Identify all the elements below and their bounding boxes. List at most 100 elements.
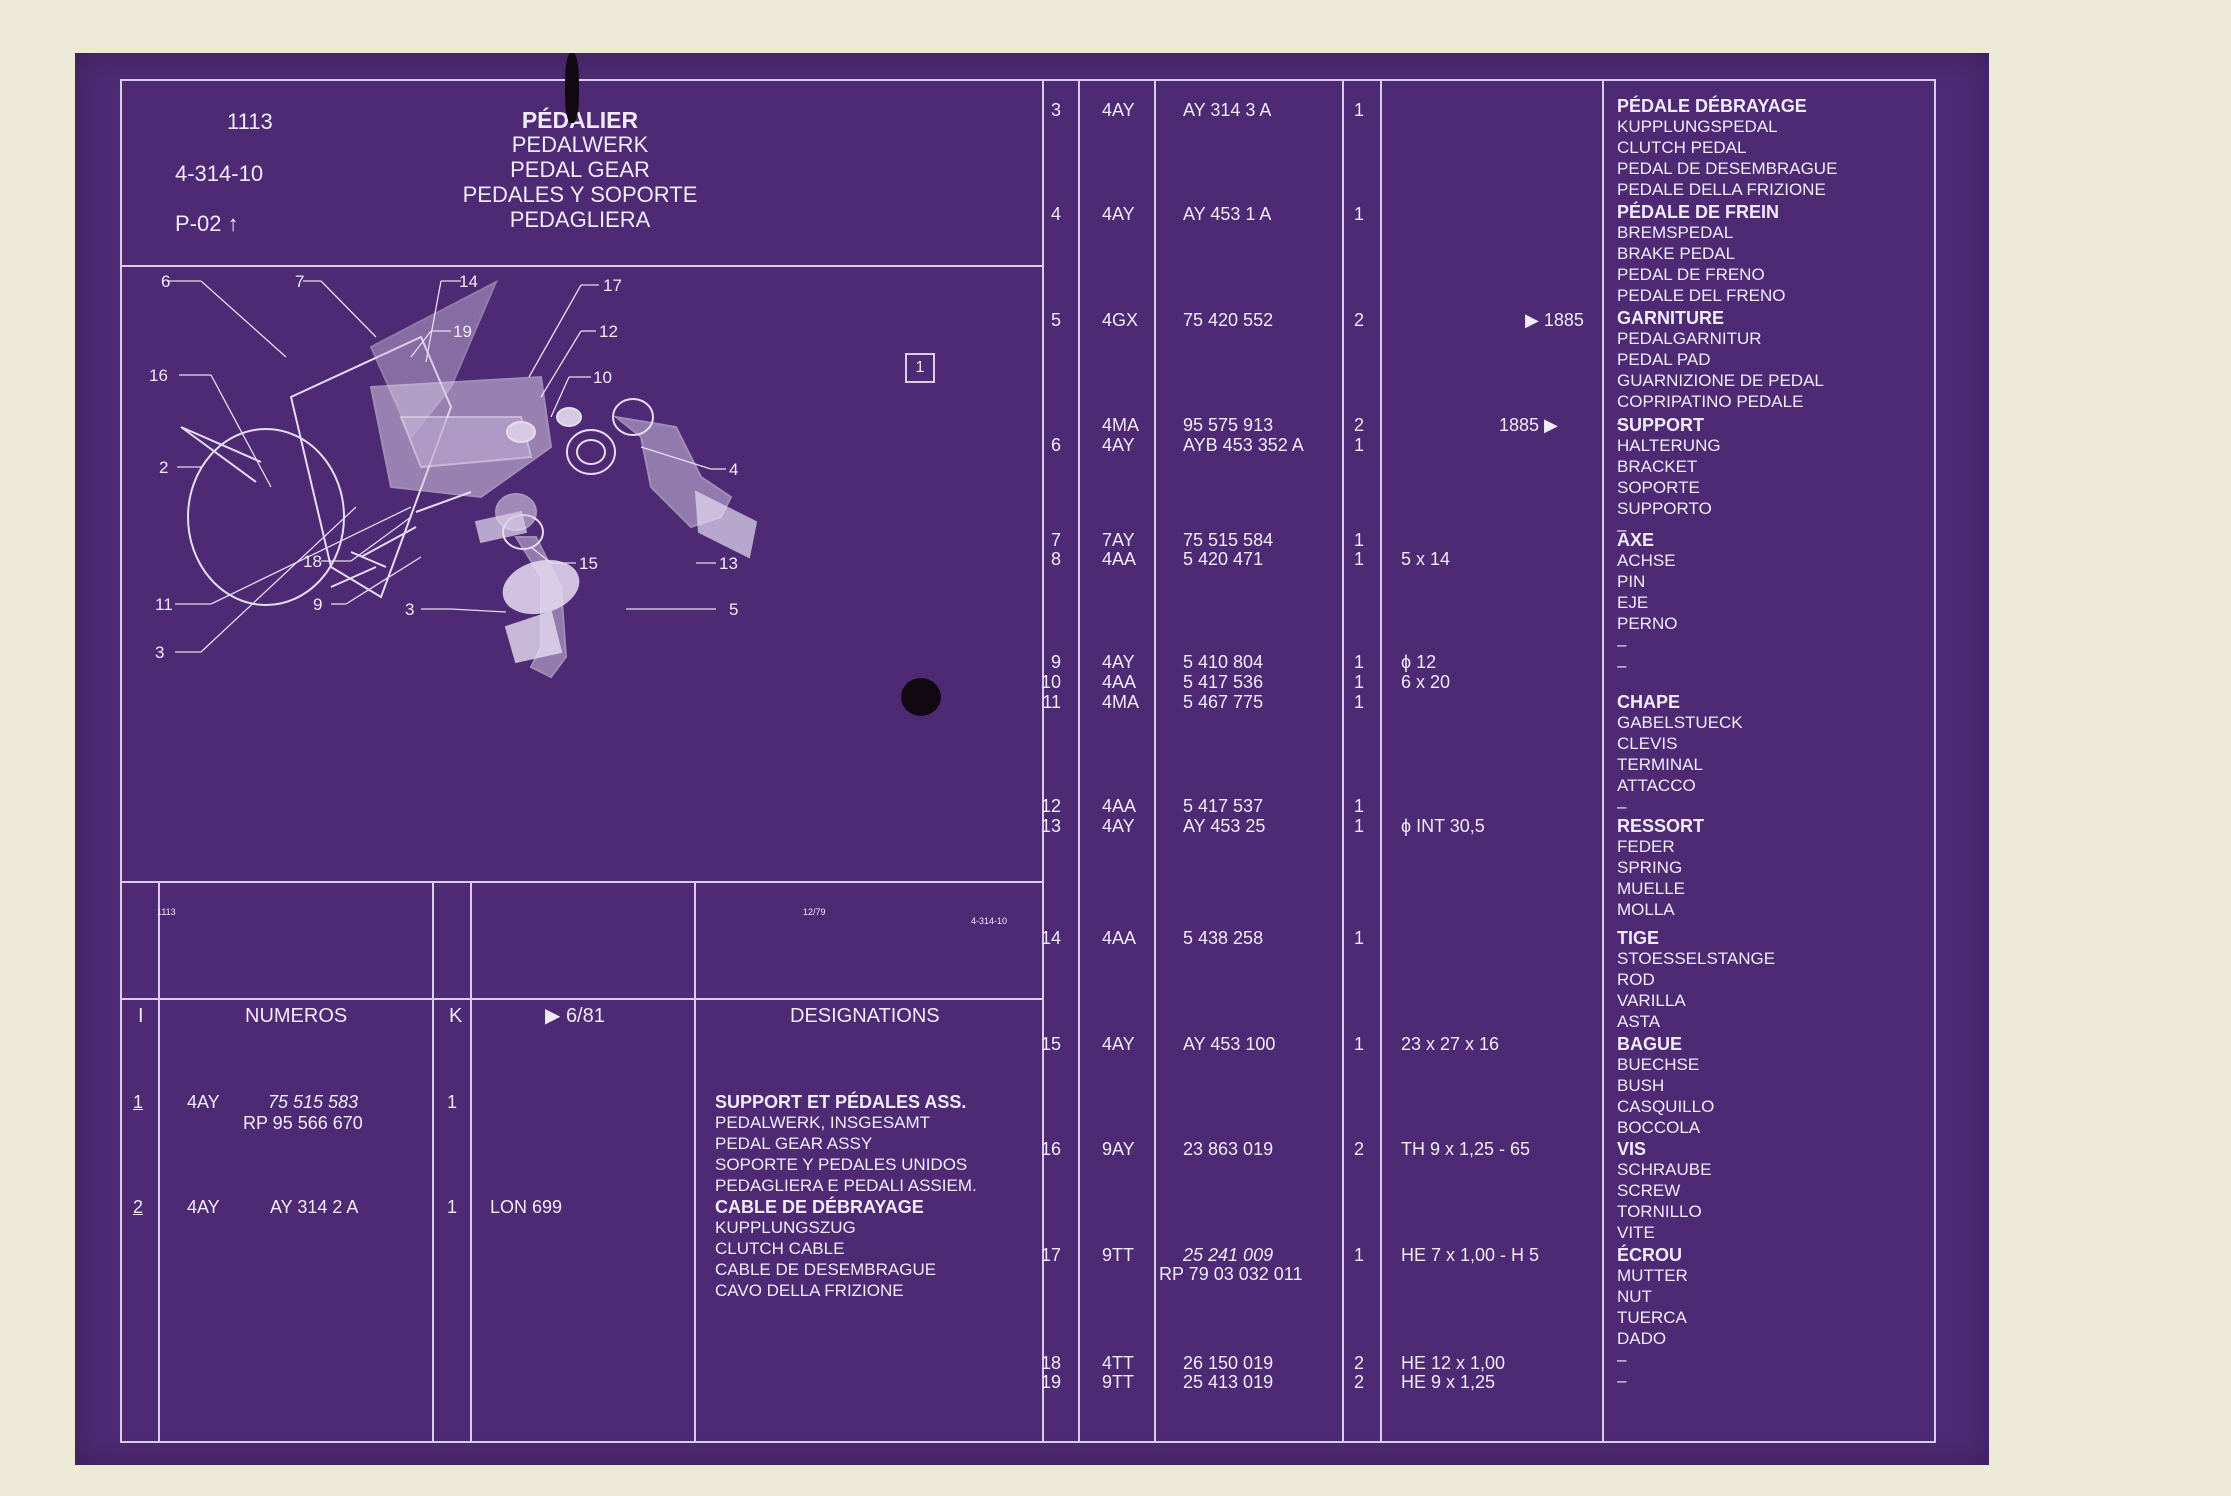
row-number: 75 515 584 bbox=[1183, 530, 1274, 550]
row-qty: 2 bbox=[1354, 1353, 1365, 1373]
row-note: ϕ INT 30,5 bbox=[1401, 816, 1485, 836]
designation-translation: EJE bbox=[1617, 593, 1649, 612]
designation-translation: PEDAL DE DESEMBRAGUE bbox=[1617, 159, 1838, 178]
row-index: 12 bbox=[1040, 796, 1061, 816]
col-head-k: K bbox=[449, 1005, 463, 1027]
row-index: 11 bbox=[1042, 692, 1061, 712]
row-note: LON 699 bbox=[490, 1197, 563, 1217]
row-number: AYB 453 352 A bbox=[1183, 435, 1304, 455]
designation-translation: TERMINAL bbox=[1617, 755, 1703, 774]
row-qty: 1 bbox=[1354, 692, 1365, 712]
designation-translation: TUERCA bbox=[1617, 1308, 1687, 1327]
designation-translation: PEDAL DE FRENO bbox=[1617, 265, 1765, 284]
designation-translation: VITE bbox=[1617, 1223, 1655, 1242]
designation-translation: ROD bbox=[1617, 970, 1655, 989]
row-number: 5 420 471 bbox=[1183, 549, 1264, 569]
clutch-cable-loop bbox=[187, 428, 345, 606]
designation-translation: BRACKET bbox=[1617, 457, 1698, 476]
row-desc-en: CLUTCH CABLE bbox=[715, 1239, 845, 1258]
row-qty: 1 bbox=[1354, 204, 1365, 224]
page-title: PÉDALIER bbox=[521, 107, 639, 133]
callout-6: 6 bbox=[161, 272, 170, 291]
row-number: 75 515 583 bbox=[268, 1092, 359, 1112]
row-flag: ▶ 1885 bbox=[1525, 310, 1584, 330]
designation-translation: COPRIPATINO PEDALE bbox=[1617, 392, 1804, 411]
designation-translation: PIN bbox=[1617, 572, 1646, 591]
row-group: 4AY bbox=[187, 1092, 220, 1112]
callout-3b: 3 bbox=[405, 600, 414, 619]
row-qty: 1 bbox=[447, 1092, 458, 1112]
row-number: 26 150 019 bbox=[1183, 1353, 1274, 1373]
designation-translation: VARILLA bbox=[1617, 991, 1686, 1010]
callout-9: 9 bbox=[313, 595, 322, 614]
designation-translation: SOPORTE bbox=[1617, 478, 1700, 497]
row-qty: 1 bbox=[1354, 530, 1365, 550]
col-head-designations: DESIGNATIONS bbox=[790, 1005, 940, 1027]
row-group: 4MA bbox=[1102, 692, 1140, 712]
row-qty: 1 bbox=[1354, 549, 1365, 569]
row-note: 5 x 14 bbox=[1401, 549, 1451, 569]
designation-translation: BUSH bbox=[1617, 1076, 1665, 1095]
diagram-footer-code: 1113 bbox=[157, 907, 176, 917]
row-index: 5 bbox=[1050, 310, 1061, 330]
col-head-numeros: NUMEROS bbox=[245, 1005, 348, 1027]
row-flag: 1885 ▶ bbox=[1499, 415, 1558, 435]
title-es: PEDALES Y SOPORTE bbox=[462, 182, 698, 207]
row-desc-es: SOPORTE Y PEDALES UNIDOS bbox=[715, 1155, 968, 1174]
row-number: 5 467 775 bbox=[1183, 692, 1264, 712]
designation-translation: GUARNIZIONE DE PEDAL bbox=[1617, 371, 1824, 390]
row-note: 6 x 20 bbox=[1401, 672, 1451, 692]
designation-translation: CLEVIS bbox=[1617, 734, 1678, 753]
row-index: 13 bbox=[1040, 816, 1061, 836]
row-number: 5 417 536 bbox=[1183, 672, 1264, 692]
row-index: 8 bbox=[1050, 549, 1061, 569]
designation-title: ÉCROU bbox=[1617, 1245, 1683, 1265]
row-qty: 1 bbox=[1354, 652, 1365, 672]
callout-17: 17 bbox=[603, 276, 622, 295]
designation-translation: – bbox=[1617, 656, 1627, 675]
designation-translation: PEDALE DEL FRENO bbox=[1617, 286, 1786, 305]
row-group: 4AY bbox=[1102, 435, 1135, 455]
row-group: 4AA bbox=[1102, 928, 1137, 948]
designation-translation: TORNILLO bbox=[1617, 1202, 1702, 1221]
designation-translation: BUECHSE bbox=[1617, 1055, 1700, 1074]
row-group: 4GX bbox=[1102, 310, 1139, 330]
callout-15: 15 bbox=[579, 554, 598, 573]
row-number: AY 453 1 A bbox=[1183, 204, 1272, 224]
row-qty: 1 bbox=[1354, 1245, 1365, 1265]
designation-translation: PEDALE DELLA FRIZIONE bbox=[1617, 180, 1826, 199]
film-stain bbox=[901, 678, 941, 716]
row-desc-de: KUPPLUNGSZUG bbox=[715, 1218, 856, 1237]
designation-translation: SCHRAUBE bbox=[1617, 1160, 1712, 1179]
row-number: AY 314 2 A bbox=[270, 1197, 359, 1217]
designation-title: SUPPORT bbox=[1617, 415, 1705, 435]
designation-translation: BREMSPEDAL bbox=[1617, 223, 1734, 242]
row-index: 19 bbox=[1040, 1372, 1061, 1392]
row-note: HE 12 x 1,00 bbox=[1401, 1353, 1506, 1373]
row-qty: 1 bbox=[1354, 796, 1365, 816]
row-index: 1 bbox=[133, 1092, 144, 1112]
col-head-date: ▶ 6/81 bbox=[545, 1005, 605, 1027]
row-note: HE 9 x 1,25 bbox=[1401, 1372, 1496, 1392]
row-note: 23 x 27 x 16 bbox=[1401, 1034, 1500, 1054]
callout-18: 18 bbox=[303, 552, 322, 571]
designation-translation: MUELLE bbox=[1617, 879, 1686, 898]
designation-translation: STOESSELSTANGE bbox=[1617, 949, 1776, 968]
row-number: 23 863 019 bbox=[1183, 1139, 1274, 1159]
row-desc-fr: CABLE DE DÉBRAYAGE bbox=[715, 1197, 924, 1217]
up-arrow-icon: ↑ bbox=[227, 211, 239, 236]
designation-translation: MOLLA bbox=[1617, 900, 1675, 919]
row-number: AY 314 3 A bbox=[1183, 100, 1272, 120]
row-number: 95 575 913 bbox=[1183, 415, 1274, 435]
row-desc-it: PEDAGLIERA E PEDALI ASSIEM. bbox=[715, 1176, 977, 1195]
designation-translation: SPRING bbox=[1617, 858, 1683, 877]
row-desc-de: PEDALWERK, INSGESAMT bbox=[715, 1113, 931, 1132]
row-qty: 1 bbox=[1354, 672, 1365, 692]
designation-title: RESSORT bbox=[1617, 816, 1705, 836]
designation-translation: – bbox=[1617, 413, 1627, 432]
row-index: 6 bbox=[1050, 435, 1061, 455]
designation-translation: PEDALGARNITUR bbox=[1617, 329, 1762, 348]
diagram-footer-date: 12/79 bbox=[803, 907, 826, 917]
designation-title: VIS bbox=[1617, 1139, 1647, 1159]
row-qty: 1 bbox=[1354, 816, 1365, 836]
